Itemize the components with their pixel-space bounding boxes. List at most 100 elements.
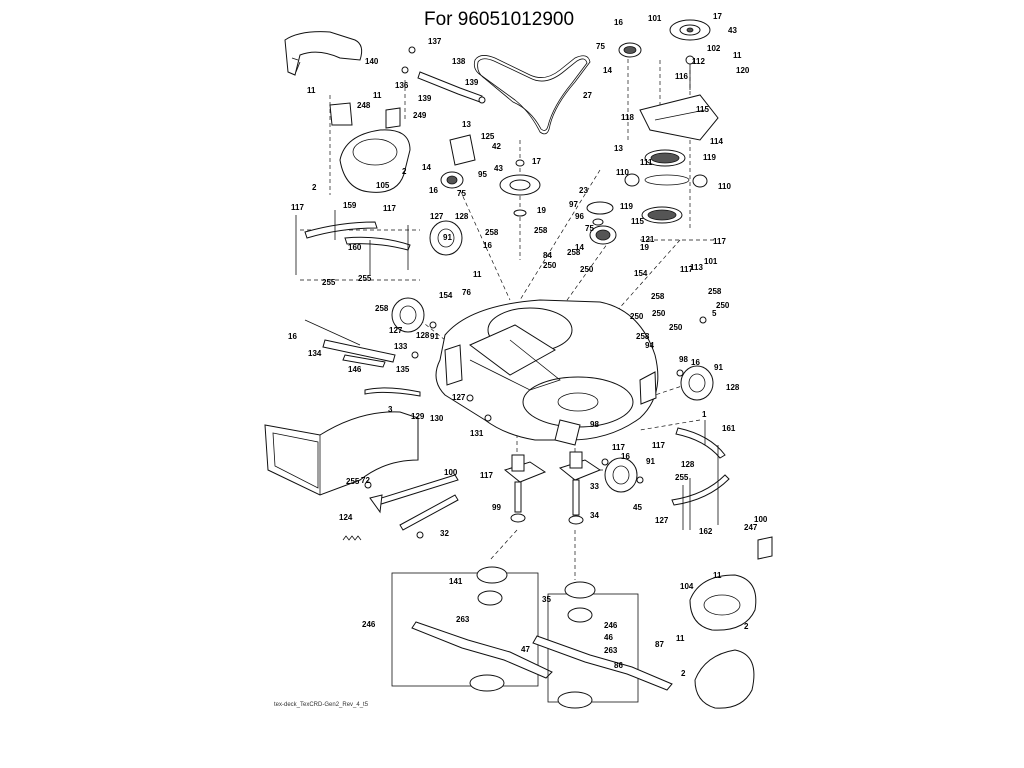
part-label: 16 — [288, 332, 297, 341]
part-128-wheel-upper — [429, 220, 463, 256]
part-label: 98 — [590, 420, 599, 429]
part-label: 2 — [744, 622, 749, 631]
part-label: 1 — [702, 410, 707, 419]
part-label: 118 — [621, 113, 634, 122]
part-43-pulley-mid — [499, 159, 541, 217]
part-label: 72 — [361, 476, 370, 485]
diagram-footer: tex-deck_TexCRD-Gen2_Rev_4_t5 — [274, 702, 369, 708]
part-128-wheel-lower — [604, 457, 638, 493]
part-label: 104 — [680, 582, 694, 591]
part-label: 247 — [744, 523, 758, 532]
part-label: 45 — [633, 503, 642, 512]
part-label: 119 — [703, 153, 716, 162]
part-label: 86 — [614, 661, 623, 670]
part-141-cover — [694, 649, 755, 709]
part-label: 32 — [440, 529, 449, 538]
part-label: 137 — [428, 37, 442, 46]
part-label: 16 — [621, 452, 630, 461]
part-label: 23 — [579, 186, 588, 195]
part-label: 97 — [569, 200, 578, 209]
part-label: 43 — [728, 26, 737, 35]
part-label: 27 — [583, 91, 592, 100]
part-label: 17 — [532, 157, 541, 166]
part-label: 127 — [389, 326, 403, 335]
part-label: 248 — [357, 101, 371, 110]
part-label: 139 — [465, 78, 479, 87]
part-label: 91 — [443, 233, 452, 242]
part-label: 100 — [444, 468, 458, 477]
part-label: 35 — [542, 595, 551, 604]
part-label: 91 — [646, 457, 655, 466]
part-label: 105 — [376, 181, 390, 190]
part-label: 139 — [418, 94, 432, 103]
part-72-discharge-chute — [264, 411, 419, 496]
part-33-spindle-left — [503, 454, 547, 523]
part-140-shield — [284, 31, 363, 76]
part-label: 117 — [680, 265, 693, 274]
part-label: 84 — [543, 251, 552, 260]
part-119-idler-stack — [624, 149, 708, 224]
part-263-blade-group-left — [391, 566, 553, 692]
part-label: 96 — [575, 212, 584, 221]
part-label: 95 — [478, 170, 487, 179]
part-label: 75 — [596, 42, 605, 51]
part-label: 102 — [707, 44, 721, 53]
part-128-wheel-left — [391, 297, 425, 333]
part-75-idler-top — [618, 42, 642, 58]
part-label: 127 — [430, 212, 444, 221]
part-label: 135 — [396, 365, 410, 374]
part-label: 11 — [473, 270, 482, 279]
part-label: 2 — [312, 183, 317, 192]
part-label: 161 — [722, 424, 736, 433]
part-label: 113 — [690, 263, 703, 272]
part-label: 13 — [614, 144, 623, 153]
part-label: 249 — [413, 111, 427, 120]
part-label: 11 — [733, 51, 742, 60]
part-label: 110 — [718, 182, 731, 191]
part-label: 258 — [636, 332, 650, 341]
part-label: 33 — [590, 482, 599, 491]
part-label: 117 — [713, 237, 726, 246]
part-label: 115 — [631, 217, 644, 226]
part-label: 17 — [713, 12, 722, 21]
part-97-pulley-stack — [586, 201, 617, 245]
part-label: 250 — [543, 261, 557, 270]
part-label: 16 — [614, 18, 623, 27]
part-105-pulley-cover — [339, 129, 411, 193]
part-label: 115 — [696, 105, 709, 114]
part-label: 11 — [307, 86, 316, 95]
part-159-anti-scalp-bar — [295, 210, 411, 275]
part-label: 42 — [492, 142, 501, 151]
part-1-mower-deck — [435, 299, 659, 446]
part-label: 263 — [456, 615, 470, 624]
diagram-title: For 96051012900 — [424, 9, 574, 30]
part-label: 119 — [620, 202, 633, 211]
part-label: 128 — [416, 331, 430, 340]
part-118-bracket — [639, 55, 719, 141]
part-label: 34 — [590, 511, 599, 520]
part-label: 46 — [604, 633, 613, 642]
part-label: 134 — [308, 349, 322, 358]
part-104-cover — [689, 574, 757, 631]
part-99-rods — [369, 474, 459, 531]
part-label: 117 — [291, 203, 304, 212]
part-label: 117 — [652, 441, 665, 450]
part-label: 255 — [358, 274, 372, 283]
part-label: 117 — [612, 443, 625, 452]
part-label: 14 — [422, 163, 431, 172]
part-label: 129 — [411, 412, 425, 421]
part-125-bracket — [440, 134, 476, 189]
part-label: 101 — [648, 14, 662, 23]
part-label: 120 — [736, 66, 750, 75]
part-label: 19 — [537, 206, 546, 215]
part-label: 19 — [640, 243, 649, 252]
part-label: 258 — [651, 292, 665, 301]
part-label: 255 — [322, 278, 336, 287]
part-label: 133 — [394, 342, 408, 351]
part-label: 111 — [640, 158, 653, 167]
part-27-belt — [473, 55, 591, 135]
part-247-bracket — [757, 536, 773, 560]
part-label: 43 — [494, 164, 503, 173]
part-label: 140 — [365, 57, 379, 66]
